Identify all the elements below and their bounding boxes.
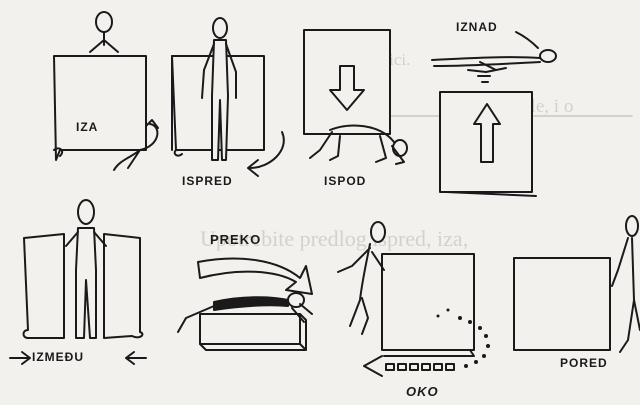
head (540, 50, 556, 62)
scene-ispred (172, 18, 284, 176)
label-iznad: IZNAD (456, 20, 498, 34)
scene-preko (178, 259, 312, 350)
right-arrow (10, 352, 30, 364)
head (393, 140, 407, 156)
head (96, 12, 112, 32)
left-arrow (126, 352, 146, 364)
arrow-head (364, 356, 382, 376)
label-ispod: ISPOD (324, 174, 366, 188)
scene-oko (338, 222, 490, 376)
motion-marks (478, 76, 490, 82)
body-limbs (338, 244, 384, 334)
scene-pored (514, 216, 640, 352)
label-preko: PREKO (210, 232, 261, 247)
label-iza: IZA (76, 120, 98, 134)
scene-iznad (432, 32, 556, 196)
sheet (382, 254, 474, 350)
scene-ispod (304, 30, 407, 164)
dotted-path-squares (386, 364, 454, 370)
body-limbs (612, 238, 640, 352)
head (78, 200, 94, 224)
label-ispred: ISPRED (182, 174, 233, 188)
body (76, 228, 96, 338)
big-arrow (198, 259, 312, 294)
shoulders-arms (90, 32, 118, 52)
head (371, 222, 385, 242)
head (626, 216, 638, 236)
label-oko: OKO (406, 384, 439, 399)
scene-izmedju (10, 200, 146, 364)
sheet (54, 56, 146, 160)
label-pointer (516, 32, 538, 48)
head (213, 18, 227, 38)
body (214, 297, 288, 310)
label-izmedju: IZMEĐU (32, 350, 84, 364)
scene-iza (54, 12, 158, 170)
right-sheet (104, 234, 142, 338)
left-sheet (24, 234, 65, 338)
label-pored: PORED (560, 356, 608, 370)
box (200, 314, 300, 344)
sheet (514, 258, 610, 350)
